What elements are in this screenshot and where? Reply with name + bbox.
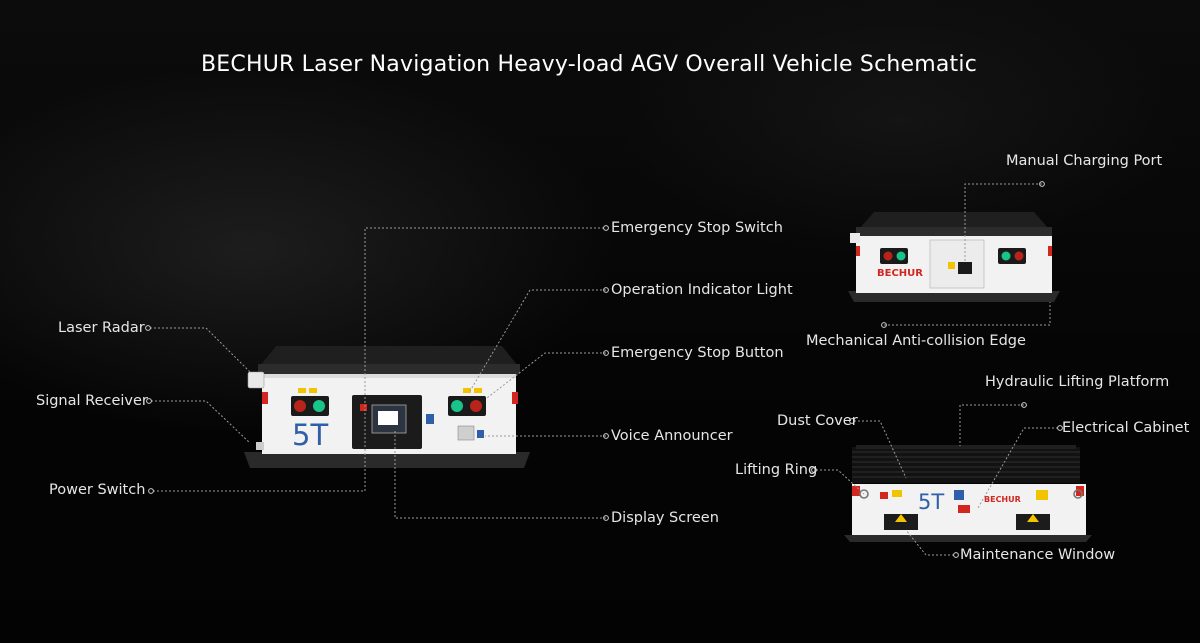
label-operation-indicator-light: Operation Indicator Light xyxy=(611,282,793,298)
main-agv-base xyxy=(244,452,530,468)
label-display-screen: Display Screen xyxy=(611,510,719,526)
leader-dust-cover xyxy=(854,420,907,479)
label-emergency-stop-switch: Emergency Stop Switch xyxy=(611,220,783,236)
leader-dot-hydraulic-platform xyxy=(1021,402,1027,408)
charging-door xyxy=(929,239,985,289)
label-emergency-stop-button: Emergency Stop Button xyxy=(611,345,784,361)
leader-dot-lifting-ring xyxy=(811,467,817,473)
label-maintenance-window: Maintenance Window xyxy=(960,547,1116,563)
leader-lifting-ring xyxy=(816,469,865,495)
leader-dot-voice-announcer xyxy=(603,433,609,439)
label-dust-cover: Dust Cover xyxy=(777,413,858,429)
label-power-switch: Power Switch xyxy=(49,482,146,498)
leader-manual-charging-port xyxy=(964,183,1042,262)
lifting-agv-base xyxy=(844,535,1092,542)
leader-dot-electrical-cabinet xyxy=(1057,425,1063,431)
leader-emergency-stop-button xyxy=(486,352,606,399)
voice-announcer-box xyxy=(457,425,475,441)
emergency-stop-red xyxy=(470,400,482,412)
leader-dot-operation-indicator xyxy=(603,287,609,293)
lifting-ring-right xyxy=(1073,489,1083,499)
charging-agv-top-plate xyxy=(860,212,1048,228)
operation-indicator-green xyxy=(451,400,463,412)
power-switch xyxy=(256,442,264,450)
leader-dot-display-screen xyxy=(603,515,609,521)
rear-load-mark: 5T xyxy=(918,490,945,514)
label-hydraulic-lifting-platform: Hydraulic Lifting Platform xyxy=(985,374,1170,390)
label-electrical-cabinet: Electrical Cabinet xyxy=(1062,420,1190,436)
label-voice-announcer: Voice Announcer xyxy=(611,428,733,444)
leader-operation-indicator xyxy=(469,289,606,392)
indicator-light-green xyxy=(313,400,325,412)
laser-radar-unit xyxy=(247,371,265,389)
hydraulic-lifting-platform xyxy=(856,445,1076,449)
leader-electrical-cabinet xyxy=(977,427,1058,509)
emergency-button-red xyxy=(294,400,306,412)
charging-agv-brand: BECHUR xyxy=(877,268,923,279)
page-title: BECHUR Laser Navigation Heavy-load AGV O… xyxy=(201,52,977,77)
leader-maintenance-window xyxy=(905,529,954,556)
leader-dot-laser-radar xyxy=(145,325,151,331)
leader-hydraulic-platform xyxy=(959,404,1024,446)
leader-anticollision-edge xyxy=(884,302,1051,326)
charging-agv-base xyxy=(848,291,1060,302)
label-mechanical-anticollision-edge: Mechanical Anti-collision Edge xyxy=(806,333,1026,349)
leader-dot-emergency-stop-switch xyxy=(603,225,609,231)
leader-laser-radar xyxy=(150,327,251,373)
main-load-mark: 5T xyxy=(292,418,329,452)
leader-dot-manual-charging-port xyxy=(1039,181,1045,187)
lifting-ring-left xyxy=(859,489,869,499)
lifting-agv-brand: BECHUR xyxy=(984,495,1021,504)
leader-dot-anticollision-edge xyxy=(881,322,887,328)
manual-charging-port xyxy=(958,262,972,274)
leader-dot-signal-receiver xyxy=(146,398,152,404)
label-lifting-ring: Lifting Ring xyxy=(735,462,818,478)
label-signal-receiver: Signal Receiver xyxy=(36,393,148,409)
main-agv-top-plate xyxy=(260,346,518,366)
side-light-left xyxy=(262,392,268,404)
label-manual-charging-port: Manual Charging Port xyxy=(1006,153,1163,169)
leader-dot-emergency-stop-button xyxy=(603,350,609,356)
label-laser-radar: Laser Radar xyxy=(58,320,145,336)
leader-power-switch xyxy=(153,227,606,492)
leader-dot-dust-cover xyxy=(849,418,855,424)
side-light-right xyxy=(512,392,518,404)
leader-dot-maintenance-window xyxy=(953,552,959,558)
leader-dot-power-switch xyxy=(148,488,154,494)
leader-signal-receiver xyxy=(151,400,251,444)
leader-display-screen xyxy=(394,430,606,519)
